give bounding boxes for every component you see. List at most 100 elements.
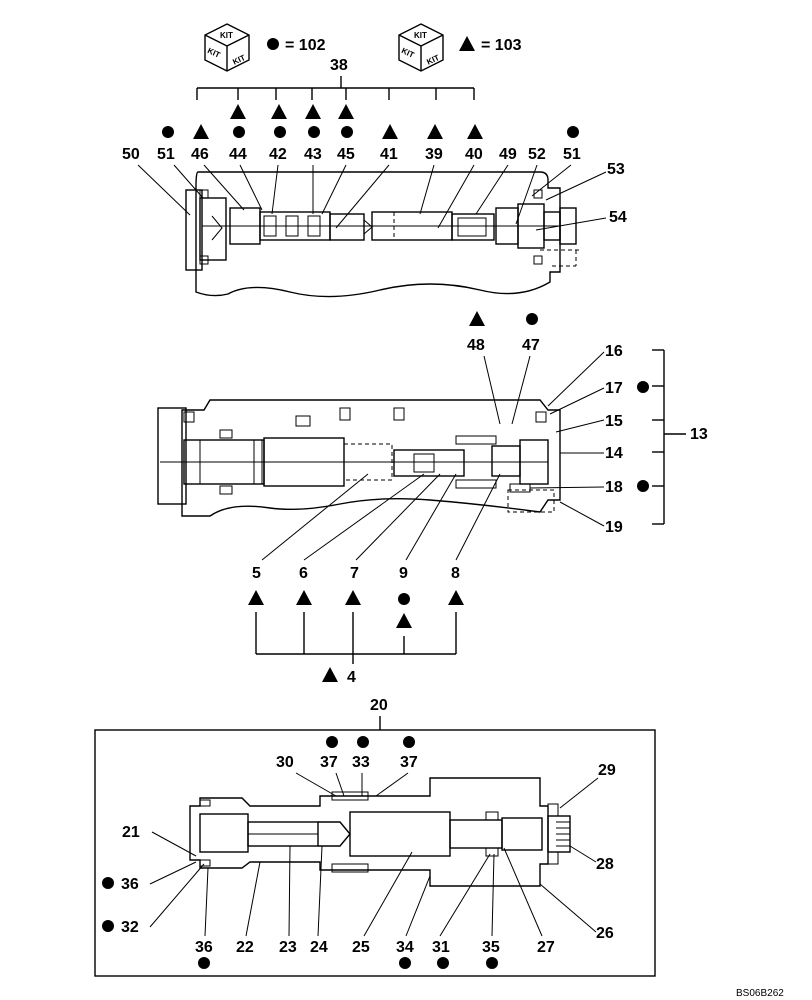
part-label: 5: [252, 565, 261, 582]
part-label: 30: [276, 754, 294, 771]
part-label: 44: [229, 146, 247, 163]
triangle-marker-icon: [427, 124, 443, 139]
part-label: 29: [598, 762, 616, 779]
triangle-kit-icon: [459, 36, 475, 51]
part-label: 48: [467, 337, 485, 354]
kit-box-icon: KIT KIT KIT: [398, 23, 444, 72]
circle-marker-icon: [102, 920, 114, 932]
triangle-marker-icon: [396, 613, 412, 628]
circle-marker-icon: [162, 126, 174, 138]
circle-marker-icon: [637, 381, 649, 393]
relief-valve-assembly: [189, 777, 571, 887]
triangle-marker-icon: [230, 104, 246, 119]
part-label: 19: [605, 519, 623, 536]
part-label: 46: [191, 146, 209, 163]
drawing-code: BS06B262: [736, 988, 784, 999]
part-label: 24: [310, 939, 328, 956]
part-label: 14: [605, 445, 623, 462]
part-label: 53: [607, 161, 625, 178]
part-label: 37: [400, 754, 418, 771]
triangle-marker-icon: [322, 667, 338, 682]
part-label: 22: [236, 939, 254, 956]
circle-kit-label: = 102: [285, 37, 326, 54]
part-label: 51: [563, 146, 581, 163]
triangle-marker-icon: [271, 104, 287, 119]
circle-marker-icon: [357, 736, 369, 748]
circle-marker-icon: [341, 126, 353, 138]
triangle-kit-label: = 103: [481, 37, 522, 54]
part-label: 27: [537, 939, 555, 956]
part-label: 43: [304, 146, 322, 163]
part-label: 34: [396, 939, 414, 956]
part-label: 32: [121, 919, 139, 936]
circle-marker-icon: [398, 593, 410, 605]
bottom-section: 20 30 37 33 37 29 21 28 36 32 26: [94, 697, 656, 977]
svg-text:KIT: KIT: [220, 31, 233, 40]
circle-marker-icon: [233, 126, 245, 138]
middle-valve-assembly: [157, 399, 561, 517]
triangle-marker-icon: [469, 311, 485, 326]
part-label: 21: [122, 824, 140, 841]
part-label: 36: [121, 876, 139, 893]
triangle-marker-icon: [248, 590, 264, 605]
circle-marker-icon: [198, 957, 210, 969]
part-label: 47: [522, 337, 540, 354]
group-label-38: 38: [330, 57, 348, 74]
part-label: 51: [157, 146, 175, 163]
circle-kit-icon: [267, 38, 279, 50]
circle-marker-icon: [274, 126, 286, 138]
part-label: 18: [605, 479, 623, 496]
part-label: 52: [528, 146, 546, 163]
part-label: 28: [596, 856, 614, 873]
group-label-20: 20: [370, 697, 388, 714]
part-label: 17: [605, 380, 623, 397]
circle-marker-icon: [486, 957, 498, 969]
circle-marker-icon: [326, 736, 338, 748]
part-label: 41: [380, 146, 398, 163]
circle-marker-icon: [102, 877, 114, 889]
circle-marker-icon: [399, 957, 411, 969]
triangle-marker-icon: [296, 590, 312, 605]
kit-box-icon: KIT KIT KIT: [204, 23, 250, 72]
part-label: 45: [337, 146, 355, 163]
relief-valve-frame: [94, 729, 656, 977]
part-label: 36: [195, 939, 213, 956]
triangle-marker-icon: [382, 124, 398, 139]
circle-marker-icon: [526, 313, 538, 325]
part-label: 31: [432, 939, 450, 956]
part-label: 16: [605, 343, 623, 360]
circle-marker-icon: [637, 480, 649, 492]
triangle-marker-icon: [448, 590, 464, 605]
top-section: 38 50 51 46 44 42 43 45 41: [122, 57, 627, 298]
triangle-marker-icon: [305, 104, 321, 119]
svg-text:KIT: KIT: [414, 31, 427, 40]
part-label: 50: [122, 146, 140, 163]
circle-marker-icon: [308, 126, 320, 138]
part-label: 33: [352, 754, 370, 771]
part-label: 49: [499, 146, 517, 163]
middle-section: 48 47 16 17 15 14 13 18 19: [157, 311, 708, 686]
part-label: 4: [347, 669, 356, 686]
circle-marker-icon: [437, 957, 449, 969]
part-label: 40: [465, 146, 483, 163]
part-label: 9: [399, 565, 408, 582]
part-label: 15: [605, 413, 623, 430]
part-label: 25: [352, 939, 370, 956]
part-label: 39: [425, 146, 443, 163]
part-label: 8: [451, 565, 460, 582]
part-label: 23: [279, 939, 297, 956]
triangle-marker-icon: [193, 124, 209, 139]
top-valve-assembly: [185, 171, 580, 298]
triangle-marker-icon: [338, 104, 354, 119]
part-label: 7: [350, 565, 359, 582]
part-label: 54: [609, 209, 627, 226]
part-label: 42: [269, 146, 287, 163]
part-label: 37: [320, 754, 338, 771]
part-label: 26: [596, 925, 614, 942]
part-label: 35: [482, 939, 500, 956]
triangle-marker-icon: [467, 124, 483, 139]
kit-legend: KIT KIT KIT = 102 KIT KIT KIT = 103: [204, 23, 522, 72]
part-label: 13: [690, 426, 708, 443]
